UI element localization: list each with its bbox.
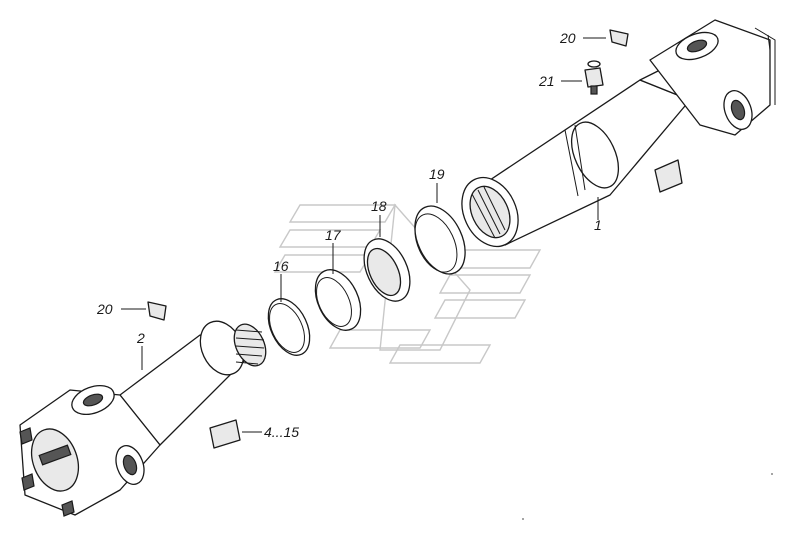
- ring-part-19: [414, 205, 466, 275]
- stray-dot: [522, 518, 524, 520]
- callout-label: 21: [538, 73, 555, 89]
- callout-label: 18: [371, 198, 387, 214]
- stray-dot: [771, 473, 773, 475]
- callout-label: 20: [96, 301, 113, 317]
- leader-lines: [121, 37, 606, 433]
- callout-label: 16: [273, 258, 289, 274]
- grease-nipple-part-21: [584, 60, 604, 95]
- cap-part-20-top: [609, 29, 629, 47]
- snap-ring-part-16: [267, 298, 311, 356]
- callout-label: 17: [325, 227, 342, 243]
- bushing-part-17: [314, 269, 362, 331]
- watermark-logo: [273, 203, 542, 364]
- callout-label: 1: [594, 217, 602, 233]
- tube-yoke-assembly-part-1: [461, 19, 776, 248]
- cap-part-20-left: [147, 301, 167, 321]
- identification-plate-part-1: [654, 159, 683, 193]
- splined-shaft-yoke-part-2: [19, 320, 267, 517]
- callout-label: 4...15: [264, 424, 299, 440]
- balance-plate-parts-4-15: [209, 419, 241, 449]
- callout-label: 2: [136, 330, 145, 346]
- seal-ring-part-18: [363, 238, 411, 302]
- callout-label: 20: [559, 30, 576, 46]
- callout-label: 19: [429, 166, 445, 182]
